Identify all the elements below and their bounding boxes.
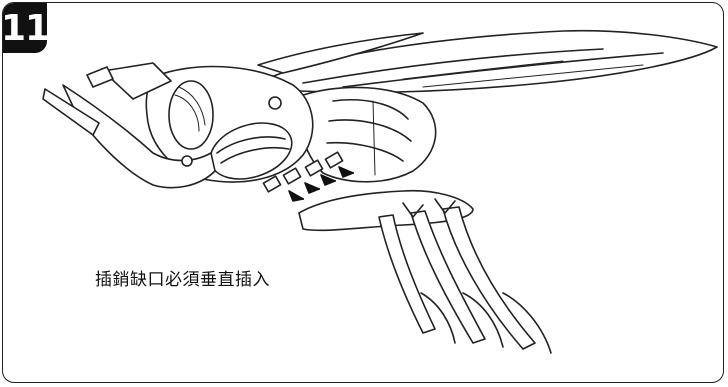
insertion-arrows bbox=[288, 166, 354, 202]
instruction-panel: 11 插銷缺口必須垂直插入 bbox=[2, 2, 724, 383]
step-number-badge: 11 bbox=[3, 3, 50, 53]
insect-head bbox=[145, 65, 314, 183]
instruction-caption: 插銷缺口必須垂直插入 bbox=[95, 270, 270, 290]
insect-mandible bbox=[42, 62, 216, 189]
assembly-illustration bbox=[42, 29, 718, 354]
wing bbox=[257, 29, 718, 94]
peg-notches bbox=[262, 151, 344, 193]
insect-legs bbox=[298, 189, 552, 354]
